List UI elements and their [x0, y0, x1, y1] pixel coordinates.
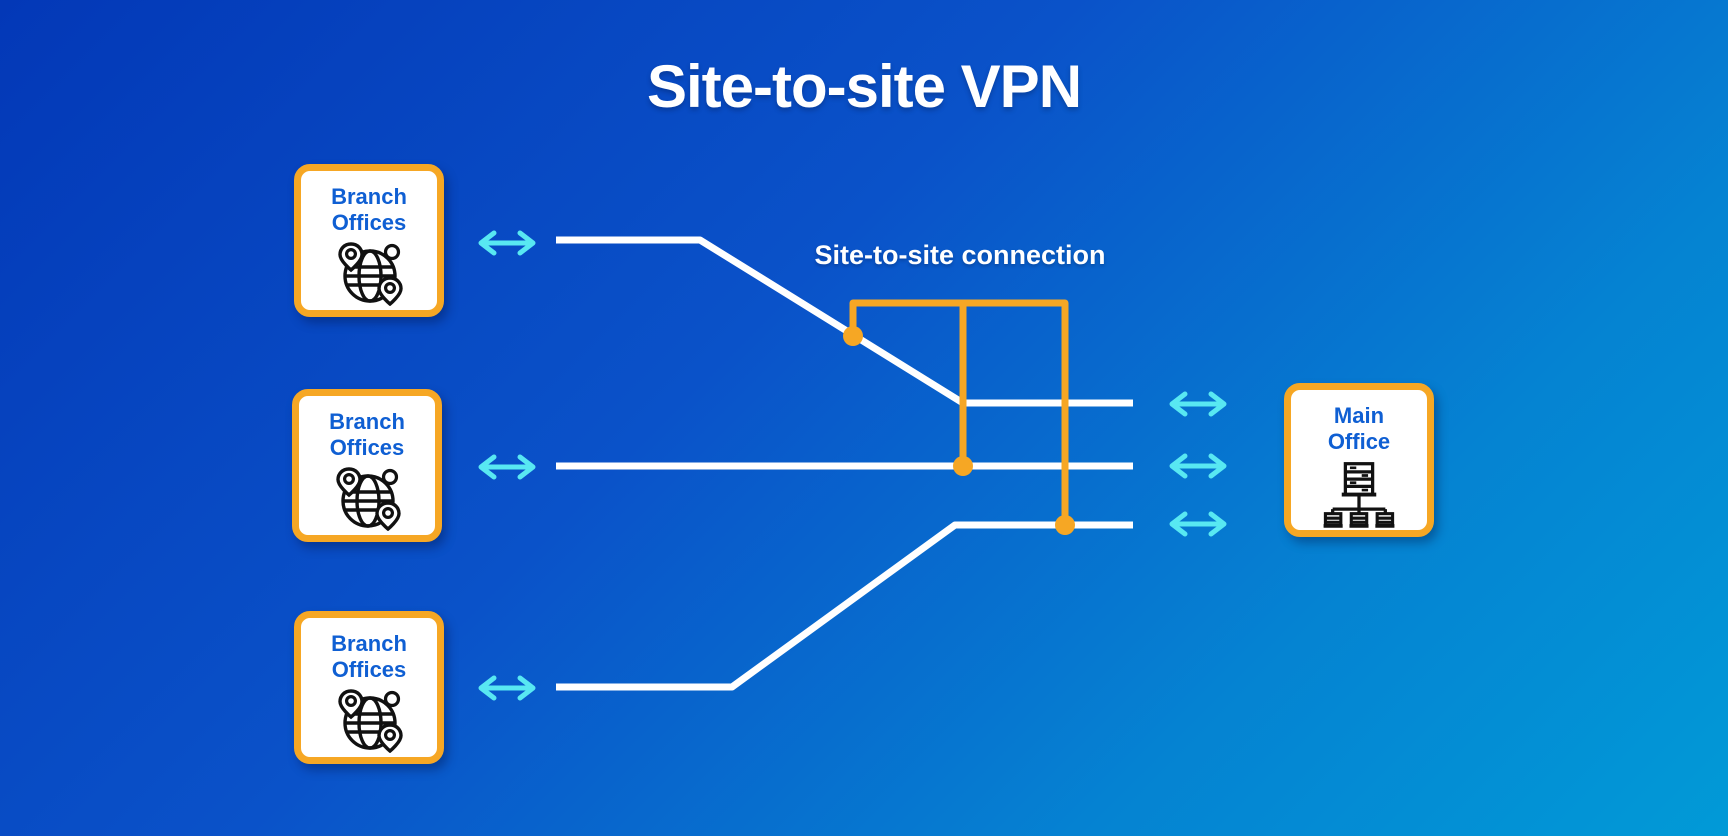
node-label: Branch Offices	[329, 409, 405, 461]
bidirectional-arrow-icon	[1172, 456, 1224, 476]
node-label: Branch Offices	[331, 184, 407, 236]
page-title: Site-to-site VPN	[646, 53, 1082, 120]
node-label-line2: Offices	[329, 435, 405, 460]
node-label: Branch Offices	[331, 631, 407, 683]
node-label-line1: Branch	[331, 631, 407, 656]
bidirectional-arrow-icon	[481, 457, 533, 477]
bidirectional-arrow-icon	[1172, 514, 1224, 534]
vpn-line-branch-1	[556, 236, 1133, 407]
bidirectional-arrow-icon	[481, 233, 533, 253]
globe-locations-icon	[336, 467, 401, 531]
office-network-icon	[1323, 462, 1395, 528]
globe-locations-icon	[338, 689, 403, 753]
branch-office-node-3: Branch Offices	[294, 611, 444, 764]
node-label-line2: Offices	[331, 210, 407, 235]
connection-junction-dot	[1055, 515, 1075, 535]
connection-junction-dot	[953, 456, 973, 476]
node-label-line1: Main	[1333, 403, 1385, 428]
node-label-line1: Branch	[331, 184, 407, 209]
vpn-line-branch-3	[556, 521, 1133, 691]
node-label-line2: Offices	[331, 657, 407, 682]
node-label-line2: Office	[1327, 429, 1391, 454]
node-label-line1: Branch	[329, 409, 405, 434]
main-office-node: Main Office	[1284, 383, 1434, 537]
bidirectional-arrow-icon	[481, 678, 533, 698]
branch-office-node-2: Branch Offices	[292, 389, 442, 542]
connection-label: Site-to-site connection	[814, 240, 1106, 270]
bidirectional-arrow-icon	[1172, 394, 1224, 414]
branch-office-node-1: Branch Offices	[294, 164, 444, 317]
globe-locations-icon	[338, 242, 403, 306]
node-label: Main Office	[1328, 403, 1390, 455]
site-to-site-connection-line	[849, 299, 1069, 525]
connection-junction-dot	[843, 326, 863, 346]
